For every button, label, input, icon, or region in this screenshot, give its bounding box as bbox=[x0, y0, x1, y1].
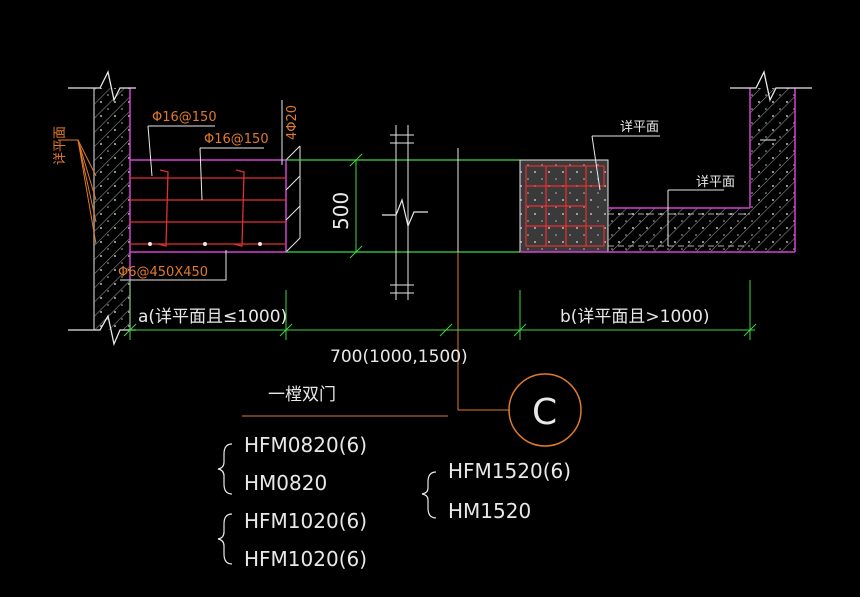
height-dimension: 500 bbox=[329, 192, 353, 230]
left-wall bbox=[68, 70, 136, 347]
right-lintel bbox=[519, 159, 795, 253]
right-wall bbox=[730, 70, 812, 252]
opening-lines bbox=[286, 125, 520, 411]
leader-lines-right bbox=[591, 135, 724, 246]
door-code: HFM0820(6) bbox=[244, 433, 367, 457]
text-labels: Φ16@150 Φ16@150 4Φ20 Φ6@450X450 详平面 500 … bbox=[53, 105, 735, 571]
door-code: HM1520 bbox=[448, 499, 531, 523]
door-type-label: 一樘双门 bbox=[268, 385, 336, 405]
left-lintel bbox=[129, 145, 301, 253]
rebar-stirrup-label: Φ6@450X450 bbox=[118, 265, 208, 280]
callout-letter: C bbox=[532, 392, 557, 433]
dim-a-label: a(详平面且≤1000) bbox=[138, 307, 287, 327]
detail-ref-right-mid: 详平面 bbox=[696, 175, 735, 190]
door-code: HFM1020(6) bbox=[244, 547, 367, 571]
callout-circle bbox=[508, 373, 582, 447]
dim-b-label: b(详平面且>1000) bbox=[560, 307, 710, 327]
detail-ref-left: 详平面 bbox=[53, 126, 68, 165]
braces bbox=[217, 443, 437, 565]
leader-lines-left bbox=[58, 100, 283, 281]
rebar-main-label: Φ16@150 bbox=[152, 110, 217, 125]
door-code: HFM1020(6) bbox=[244, 509, 367, 533]
detail-ref-right-top: 详平面 bbox=[620, 120, 659, 135]
width-dimension: 700(1000,1500) bbox=[330, 347, 468, 367]
rebar-secondary-label: Φ16@150 bbox=[204, 132, 269, 147]
dimension-lines bbox=[123, 280, 757, 340]
rebar-top-label: 4Φ20 bbox=[285, 105, 300, 140]
door-code: HFM1520(6) bbox=[448, 459, 571, 483]
door-code: HM0820 bbox=[244, 471, 327, 495]
